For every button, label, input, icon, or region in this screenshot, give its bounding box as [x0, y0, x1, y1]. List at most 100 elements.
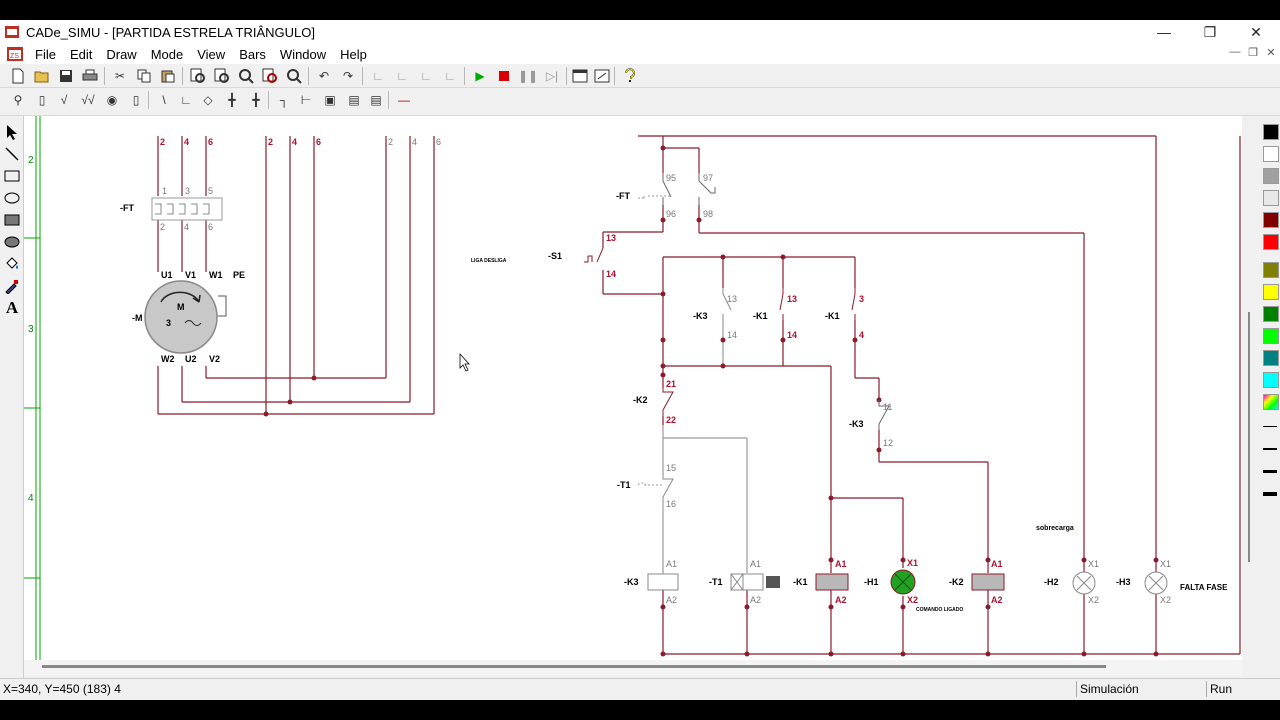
line-icon[interactable] [2, 144, 22, 164]
timer-icon[interactable]: ▤ [348, 93, 360, 107]
step-icon[interactable]: ▷| [545, 69, 559, 83]
menu-file[interactable]: File [35, 46, 56, 62]
menu-draw[interactable]: Draw [106, 46, 137, 62]
contact-nc-icon[interactable]: ∟ [180, 93, 192, 107]
mdi-restore-button[interactable]: ❐ [1248, 47, 1258, 59]
menu-bars[interactable]: Bars [239, 46, 266, 62]
cross-icon[interactable]: ╋ [252, 93, 260, 107]
coil-k2[interactable]: -K2 A1 A2 [949, 559, 1005, 605]
lamp-h3[interactable]: -H3 X1 X2 FALTA FASE [1116, 559, 1228, 605]
s1-pushbutton[interactable]: -S1 13 14 LIGA DESLIGA [471, 233, 616, 279]
color-swatch[interactable] [1263, 124, 1279, 140]
text-icon[interactable]: A [5, 298, 19, 317]
coil-k3[interactable]: -K3 A1 A2 [624, 559, 679, 605]
restore-button[interactable]: ❐ [1203, 23, 1217, 40]
color-swatch[interactable] [1263, 262, 1279, 278]
menu-help[interactable]: Help [340, 46, 367, 62]
k2-nc-contact[interactable]: -K2 21 22 [633, 379, 676, 425]
redo-icon[interactable]: ↷ [342, 69, 354, 83]
cut-icon[interactable]: ✂ [114, 69, 126, 83]
copy-icon[interactable] [134, 67, 154, 85]
k1-contact[interactable]: -K1 3 4 [825, 288, 864, 340]
motor-icon[interactable]: ◉ [106, 93, 118, 107]
filled-rectangle-icon[interactable] [2, 210, 22, 230]
breaker-icon[interactable]: √ [60, 93, 68, 107]
color-swatch[interactable] [1263, 168, 1279, 184]
select-icon[interactable] [2, 122, 22, 142]
lamp-h1[interactable]: -H1 X1 X2 COMANDO LIGADO [864, 558, 963, 613]
connect-icon[interactable] [592, 67, 612, 85]
menu-edit[interactable]: Edit [69, 46, 93, 62]
pushbutton-icon[interactable]: ┐ [279, 93, 289, 107]
fuse-icon[interactable]: ▯ [38, 93, 46, 107]
mdi-close-button[interactable]: ✕ [1266, 47, 1276, 59]
mdi-minimize-button[interactable]: — [1229, 46, 1241, 58]
minimize-button[interactable]: — [1157, 24, 1171, 40]
custom-color-swatch[interactable] [1263, 394, 1279, 410]
zoom-in-icon[interactable] [188, 67, 208, 85]
k3-seal-contact[interactable]: -K3 13 14 [693, 288, 737, 340]
align-icon[interactable]: ∟ [372, 69, 384, 83]
open-icon[interactable] [32, 67, 52, 85]
line-width-option[interactable] [1263, 448, 1277, 450]
color-swatch[interactable] [1263, 306, 1279, 322]
menu-window[interactable]: Window [279, 46, 327, 62]
print-icon[interactable] [80, 67, 100, 85]
help-icon[interactable] [620, 67, 640, 85]
zoom-all-icon[interactable] [260, 67, 280, 85]
breaker-3p-icon[interactable]: √√ [81, 93, 95, 107]
line-width-option[interactable] [1263, 492, 1277, 496]
line-width-option[interactable] [1263, 470, 1277, 473]
color-swatch[interactable] [1263, 234, 1279, 250]
horizontal-scrollbar[interactable] [24, 660, 1242, 676]
line-width-option[interactable] [1263, 426, 1277, 427]
color-swatch[interactable] [1263, 146, 1279, 162]
color-swatch[interactable] [1263, 350, 1279, 366]
k1-seal-contact[interactable]: -K1 13 14 [753, 288, 797, 340]
junction-icon[interactable]: ╋ [228, 93, 236, 107]
run-icon[interactable]: ▶ [475, 69, 485, 83]
pause-icon[interactable]: ❚❚ [517, 69, 539, 83]
vertical-scrollbar[interactable] [1242, 116, 1256, 676]
cap-icon[interactable]: ▯ [132, 93, 140, 107]
color-swatch[interactable] [1263, 212, 1279, 228]
color-picker-icon[interactable] [2, 276, 22, 296]
timer-icon[interactable]: ▤ [370, 93, 382, 107]
color-swatch[interactable] [1263, 190, 1279, 206]
lamp-h2[interactable]: -H2 X1 X2 sobrecarga [1036, 525, 1099, 605]
filled-ellipse-icon[interactable] [2, 232, 22, 252]
t1-timer-contact[interactable]: -T1 15 16 [617, 463, 676, 510]
overload-relay[interactable]: -FT 1 3 5 2 4 6 [120, 186, 223, 232]
color-swatch[interactable] [1263, 328, 1279, 344]
menu-mode[interactable]: Mode [150, 46, 184, 62]
color-swatch[interactable] [1263, 372, 1279, 388]
fill-icon[interactable] [2, 254, 22, 274]
horizontal-scroll-thumb[interactable] [42, 665, 1106, 668]
save-icon[interactable] [56, 67, 76, 85]
view-icon[interactable] [570, 67, 590, 85]
align-icon[interactable]: ∟ [420, 69, 432, 83]
align-icon[interactable]: ∟ [444, 69, 456, 83]
document-icon[interactable]: ZS [6, 46, 24, 62]
color-swatch[interactable] [1263, 284, 1279, 300]
zoom-out-icon[interactable] [212, 67, 232, 85]
zoom-fit-icon[interactable] [284, 67, 304, 85]
overload-contact[interactable]: -FT 95 96 97 98 [616, 173, 716, 219]
contact-no-icon[interactable]: \ [162, 93, 166, 107]
menu-view[interactable]: View [197, 46, 226, 62]
k3-nc-contact[interactable]: -K3 11 12 [849, 400, 893, 448]
switch-icon[interactable]: ⊢ [300, 93, 312, 107]
schematic-canvas[interactable]: 2 3 4 [24, 116, 1242, 676]
vertical-scroll-thumb[interactable] [1248, 312, 1250, 562]
undo-icon[interactable]: ↶ [318, 69, 330, 83]
fuse-icon[interactable]: ⚲ [13, 93, 23, 107]
coil-k1[interactable]: -K1 A1 A2 [793, 559, 849, 605]
close-button[interactable]: ✕ [1250, 23, 1262, 40]
motor[interactable]: M 3 -M U1 V1 W1 PE W2 U2 V2 [132, 270, 245, 364]
rectangle-icon[interactable] [2, 166, 22, 186]
paste-icon[interactable] [158, 67, 178, 85]
stop-icon[interactable] [494, 67, 514, 85]
new-icon[interactable] [8, 67, 28, 85]
coil-t1[interactable]: -T1 A1 A2 [709, 559, 780, 605]
ellipse-icon[interactable] [2, 188, 22, 208]
